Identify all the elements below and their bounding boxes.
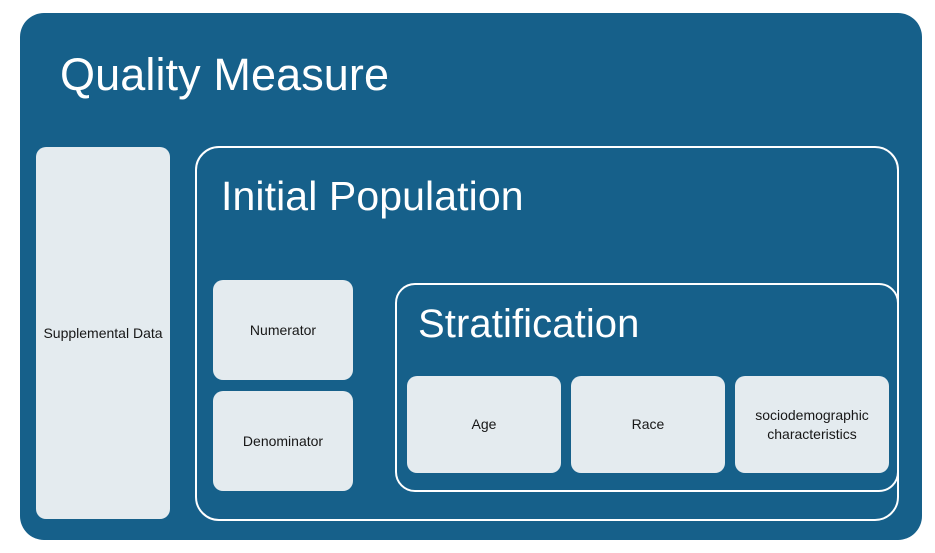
stratification-items: Age Race sociodemographic characteristic…: [407, 376, 889, 473]
supplemental-data-label: Supplemental Data: [43, 324, 163, 341]
stratification-race-label: Race: [631, 416, 665, 433]
numerator-card: Numerator: [213, 280, 353, 380]
stratification-age-label: Age: [471, 416, 497, 433]
stratification-sociodemographic-label: sociodemographic characteristics: [755, 407, 869, 442]
initial-population-container: Initial Population Numerator Denominator…: [195, 146, 899, 521]
initial-population-title: Initial Population: [221, 173, 524, 219]
quality-measure-title: Quality Measure: [60, 49, 390, 100]
denominator-card: Denominator: [213, 391, 353, 491]
denominator-label: Denominator: [242, 432, 324, 449]
stratification-card-race: Race: [571, 376, 725, 473]
stratification-container: Stratification Age Race sociodemographic…: [395, 283, 899, 492]
supplemental-data-card: Supplemental Data: [36, 147, 170, 519]
quality-measure-container: Quality Measure Supplemental Data Initia…: [20, 13, 922, 540]
stratification-card-age: Age: [407, 376, 561, 473]
numerator-label: Numerator: [249, 321, 317, 338]
stratification-title: Stratification: [418, 302, 640, 346]
stratification-card-sociodemographic: sociodemographic characteristics: [735, 376, 889, 473]
